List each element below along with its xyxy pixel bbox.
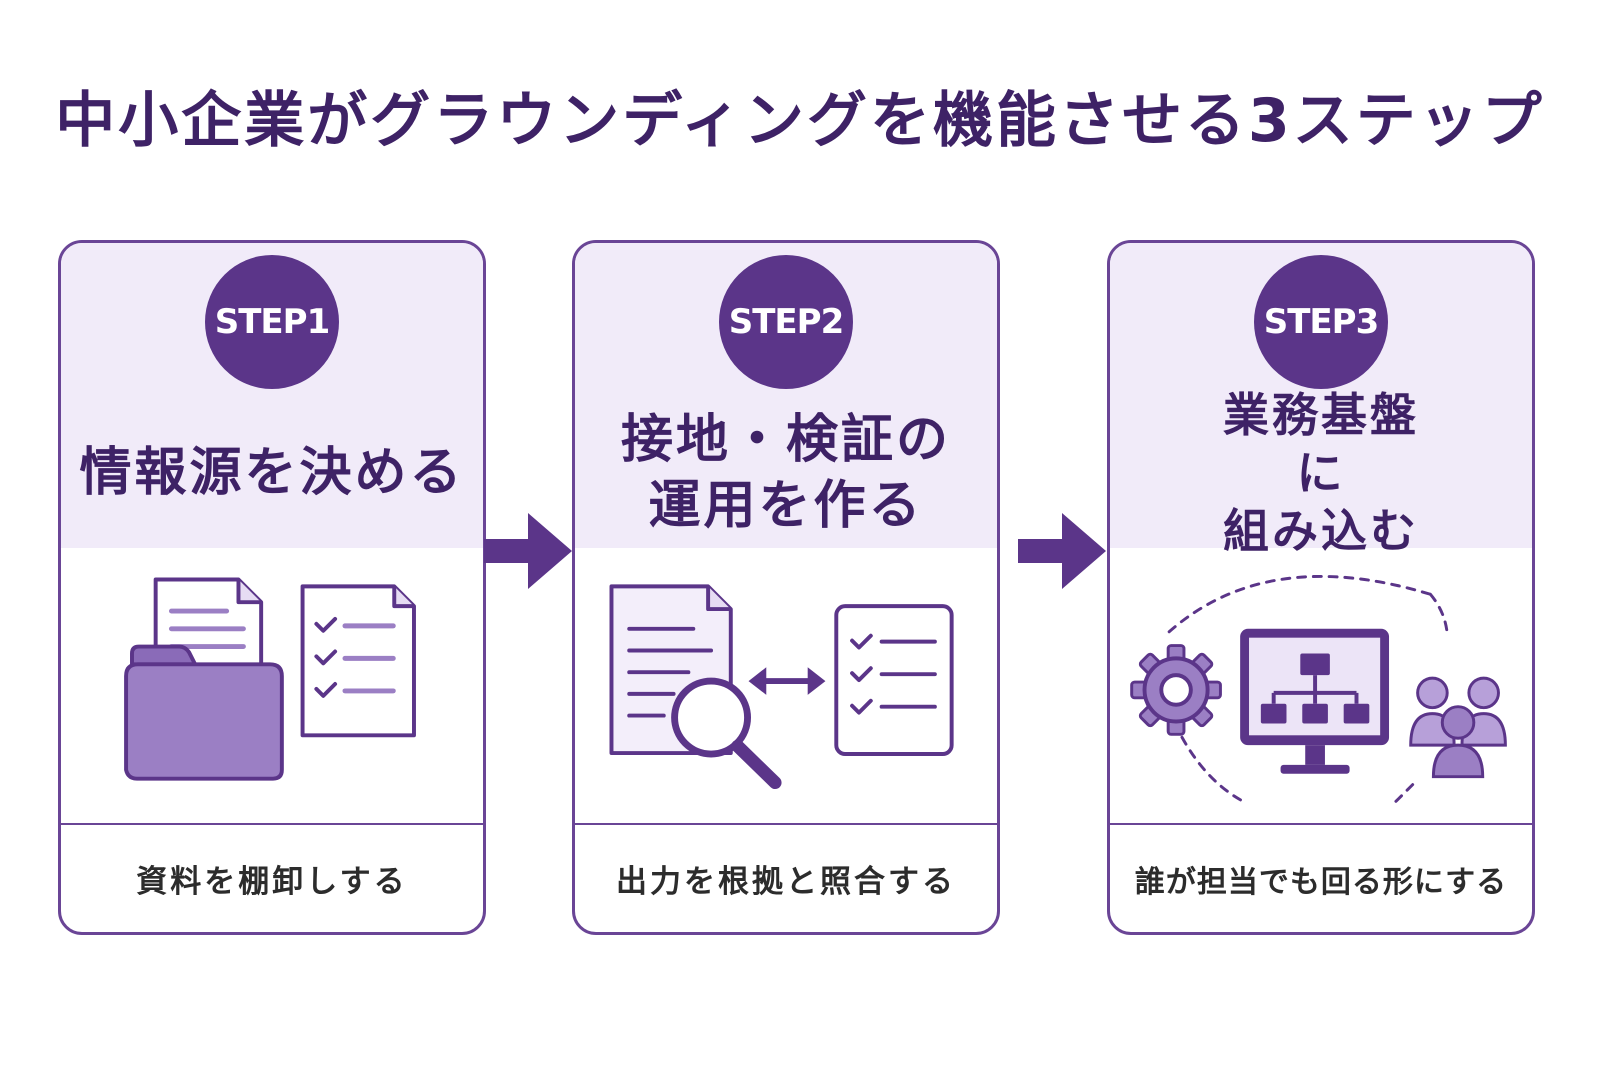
step-caption: 出力を根拠と照合する — [616, 864, 956, 900]
folder-icon — [124, 644, 284, 781]
divider — [61, 823, 483, 825]
checklist-icon — [300, 584, 416, 738]
step-caption: 資料を棚卸しする — [136, 864, 408, 900]
step-illustration — [575, 548, 997, 823]
magnifier-icon — [671, 677, 782, 790]
step-illustration — [1110, 548, 1532, 823]
step-caption: 誰が担当でも回る形にする — [1134, 864, 1508, 900]
dashed-cycle-icon — [1167, 574, 1449, 803]
step-illustration — [61, 548, 483, 823]
team-icon — [1409, 676, 1507, 779]
step-heading: 接地・検証の 運用を作る — [620, 410, 951, 536]
step-heading: 情報源を決める — [79, 443, 465, 503]
gear-icon — [1130, 644, 1222, 736]
monitor-org-chart-icon — [1240, 628, 1390, 774]
step-badge: STEP1 — [205, 255, 339, 389]
step-card-3: STEP3 業務基盤 に 組み込む — [1107, 240, 1535, 935]
step-card-header: STEP3 業務基盤 に 組み込む — [1110, 243, 1532, 558]
step-badge: STEP3 — [1254, 255, 1388, 389]
divider — [575, 823, 997, 825]
double-arrow-icon — [748, 667, 826, 695]
right-arrow-icon — [1018, 513, 1106, 589]
step-card-header: STEP2 接地・検証の 運用を作る — [575, 243, 997, 548]
checklist-icon — [834, 604, 954, 756]
step-card-1: STEP1 情報源を決める — [58, 240, 486, 935]
step-card-2: STEP2 接地・検証の 運用を作る — [572, 240, 1000, 935]
step-badge: STEP2 — [719, 255, 853, 389]
page-title: 中小企業がグラウンディングを機能させる3ステップ — [55, 86, 1545, 156]
right-arrow-icon — [484, 513, 572, 589]
step-heading: 業務基盤 に 組み込む — [1223, 388, 1419, 558]
step-card-header: STEP1 情報源を決める — [61, 243, 483, 548]
divider — [1110, 823, 1532, 825]
